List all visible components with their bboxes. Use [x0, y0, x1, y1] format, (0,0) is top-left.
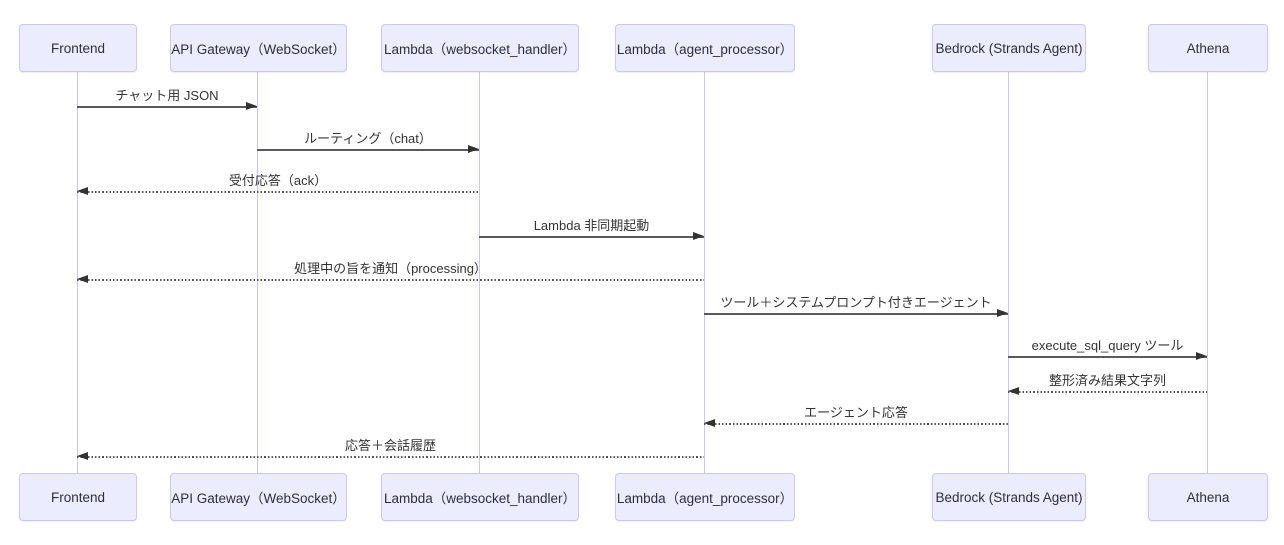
message-arrow-solid — [1008, 352, 1207, 361]
message-formatted-result-string: 整形済み結果文字列 — [1008, 372, 1207, 396]
arrowhead-right-icon — [693, 232, 704, 241]
participant-bottom-lambda-agent-processor: Lambda（agent_processor） — [615, 473, 795, 521]
participant-top-bedrock-strands-agent: Bedrock (Strands Agent) — [932, 24, 1086, 72]
message-label: 整形済み結果文字列 — [1048, 373, 1166, 388]
lifeline-lambda-websocket-handler — [478, 72, 480, 473]
lifeline-frontend — [76, 72, 78, 473]
lifeline-lambda-agent-processor — [703, 72, 705, 473]
arrowhead-left-icon — [77, 452, 88, 461]
participant-bottom-api-gateway: API Gateway（WebSocket） — [170, 473, 347, 521]
arrowhead-left-icon — [704, 419, 715, 428]
message-label: 応答＋会話履歴 — [344, 438, 436, 453]
message-arrow-dotted — [77, 452, 704, 461]
participant-top-lambda-websocket-handler: Lambda（websocket_handler） — [381, 24, 579, 72]
message-agent-response: エージェント応答 — [704, 404, 1008, 428]
message-chat-json: チャット用 JSON — [77, 87, 257, 111]
message-arrow-solid — [77, 102, 257, 111]
message-arrow-solid — [704, 309, 1008, 318]
message-routing-chat: ルーティング（chat） — [257, 130, 479, 154]
message-label: execute_sql_query ツール — [1031, 338, 1184, 353]
arrowhead-left-icon — [1008, 387, 1019, 396]
message-execute-sql-query-tool: execute_sql_query ツール — [1008, 337, 1207, 361]
message-arrow-solid — [479, 232, 704, 241]
message-label: エージェント応答 — [804, 405, 908, 420]
participant-top-athena: Athena — [1148, 24, 1268, 72]
message-arrow-dotted — [77, 187, 479, 196]
participant-bottom-athena: Athena — [1148, 473, 1268, 521]
lifeline-api-gateway — [256, 72, 258, 473]
lifeline-athena — [1206, 72, 1208, 473]
message-processing-notify: 処理中の旨を通知（processing） — [77, 260, 704, 284]
arrowhead-right-icon — [468, 145, 479, 154]
message-arrow-dotted — [704, 419, 1008, 428]
message-lambda-async-invoke: Lambda 非同期起動 — [479, 217, 704, 241]
message-arrow-solid — [257, 145, 479, 154]
arrowhead-right-icon — [997, 309, 1008, 318]
arrowhead-left-icon — [77, 275, 88, 284]
message-label: Lambda 非同期起動 — [533, 218, 650, 233]
participant-top-api-gateway: API Gateway（WebSocket） — [170, 24, 347, 72]
lifeline-bedrock-strands-agent — [1007, 72, 1009, 473]
message-label: ツール＋システムプロンプト付きエージェント — [720, 295, 992, 310]
participant-bottom-lambda-websocket-handler: Lambda（websocket_handler） — [381, 473, 579, 521]
arrowhead-right-icon — [1196, 352, 1207, 361]
participant-bottom-bedrock-strands-agent: Bedrock (Strands Agent) — [932, 473, 1086, 521]
message-label: ルーティング（chat） — [304, 131, 432, 146]
participant-top-lambda-agent-processor: Lambda（agent_processor） — [615, 24, 795, 72]
message-agent-with-tools-prompt: ツール＋システムプロンプト付きエージェント — [704, 294, 1008, 318]
message-label: 受付応答（ack） — [228, 173, 328, 188]
participant-top-frontend: Frontend — [19, 24, 137, 72]
participant-bottom-frontend: Frontend — [19, 473, 137, 521]
arrowhead-right-icon — [246, 102, 257, 111]
message-label: チャット用 JSON — [115, 88, 219, 103]
message-arrow-dotted — [77, 275, 704, 284]
message-ack-response: 受付応答（ack） — [77, 172, 479, 196]
message-arrow-dotted — [1008, 387, 1207, 396]
arrowhead-left-icon — [77, 187, 88, 196]
message-response-plus-history: 応答＋会話履歴 — [77, 437, 704, 461]
message-label: 処理中の旨を通知（processing） — [294, 261, 487, 276]
